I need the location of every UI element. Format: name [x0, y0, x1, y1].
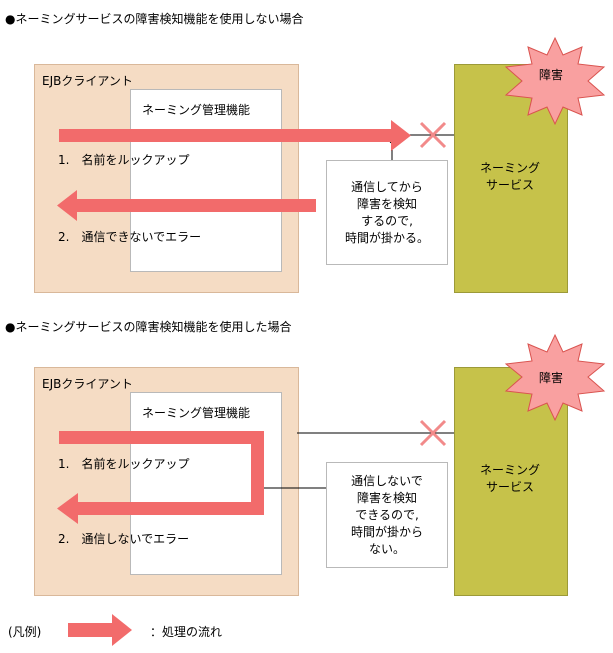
naming-service-label: ネーミング サービス: [454, 462, 566, 496]
note-line-4: 時間が掛から: [350, 524, 423, 539]
failure-burst-icon: [504, 36, 606, 126]
step1-label: 1. 名前をルックアップ: [58, 457, 190, 471]
step2-label: 2. 通信できないでエラー: [58, 230, 202, 244]
naming-service-label: ネーミング サービス: [454, 160, 566, 194]
note-line-2: 障害を検知: [356, 490, 417, 505]
naming-manager-box: [130, 89, 282, 272]
legend-arrow-head: [112, 614, 132, 646]
legend-label: (凡例): [8, 625, 42, 639]
step1-label: 1. 名前をルックアップ: [58, 153, 190, 167]
note-line-3: できるので,: [355, 507, 419, 522]
note-line-5: ない。: [368, 541, 405, 556]
step2-label: 2. 通信しないでエラー: [58, 532, 190, 546]
failure-cross-icon: [419, 419, 447, 447]
note-line-3: するので,: [361, 213, 413, 228]
naming-service-line-1: ネーミング: [479, 463, 540, 477]
naming-manager-label: ネーミング管理機能: [142, 406, 251, 420]
failure-cross-icon: [419, 121, 447, 149]
note-line-4: 時間が掛かる。: [344, 230, 429, 245]
uturn-arrow-shaft: [59, 431, 264, 515]
naming-manager-label: ネーミング管理機能: [142, 103, 251, 117]
uturn-arrow-head: [57, 493, 78, 524]
scenario2-heading: ●ネーミングサービスの障害検知機能を使用した場合: [5, 320, 292, 334]
ejb-client-label: EJBクライアント: [42, 74, 133, 88]
failure-label: 障害: [539, 371, 564, 385]
legend-description: ：処理の流れ: [150, 625, 223, 639]
note-box: 通信しないで 障害を検知 できるので, 時間が掛から ない。: [326, 462, 448, 568]
naming-service-line-1: ネーミング: [479, 161, 540, 175]
note-line-2: 障害を検知: [356, 196, 417, 211]
scenario1-heading: ●ネーミングサービスの障害検知機能を使用しない場合: [5, 12, 304, 26]
note-box: 通信してから 障害を検知 するので, 時間が掛かる。: [326, 160, 448, 265]
failure-label: 障害: [539, 68, 564, 82]
request-arrow-shaft: [59, 129, 393, 142]
naming-service-line-2: サービス: [485, 178, 534, 192]
request-arrow-head: [391, 120, 411, 151]
naming-service-line-2: サービス: [485, 480, 534, 494]
error-arrow-shaft: [75, 199, 316, 212]
failure-burst-icon: [504, 333, 606, 422]
legend-arrow-shaft: [68, 623, 114, 637]
note-line-1: 通信してから: [351, 179, 423, 194]
error-arrow-head: [57, 190, 77, 221]
note-line-1: 通信しないで: [351, 473, 423, 488]
ejb-client-label: EJBクライアント: [42, 377, 133, 391]
